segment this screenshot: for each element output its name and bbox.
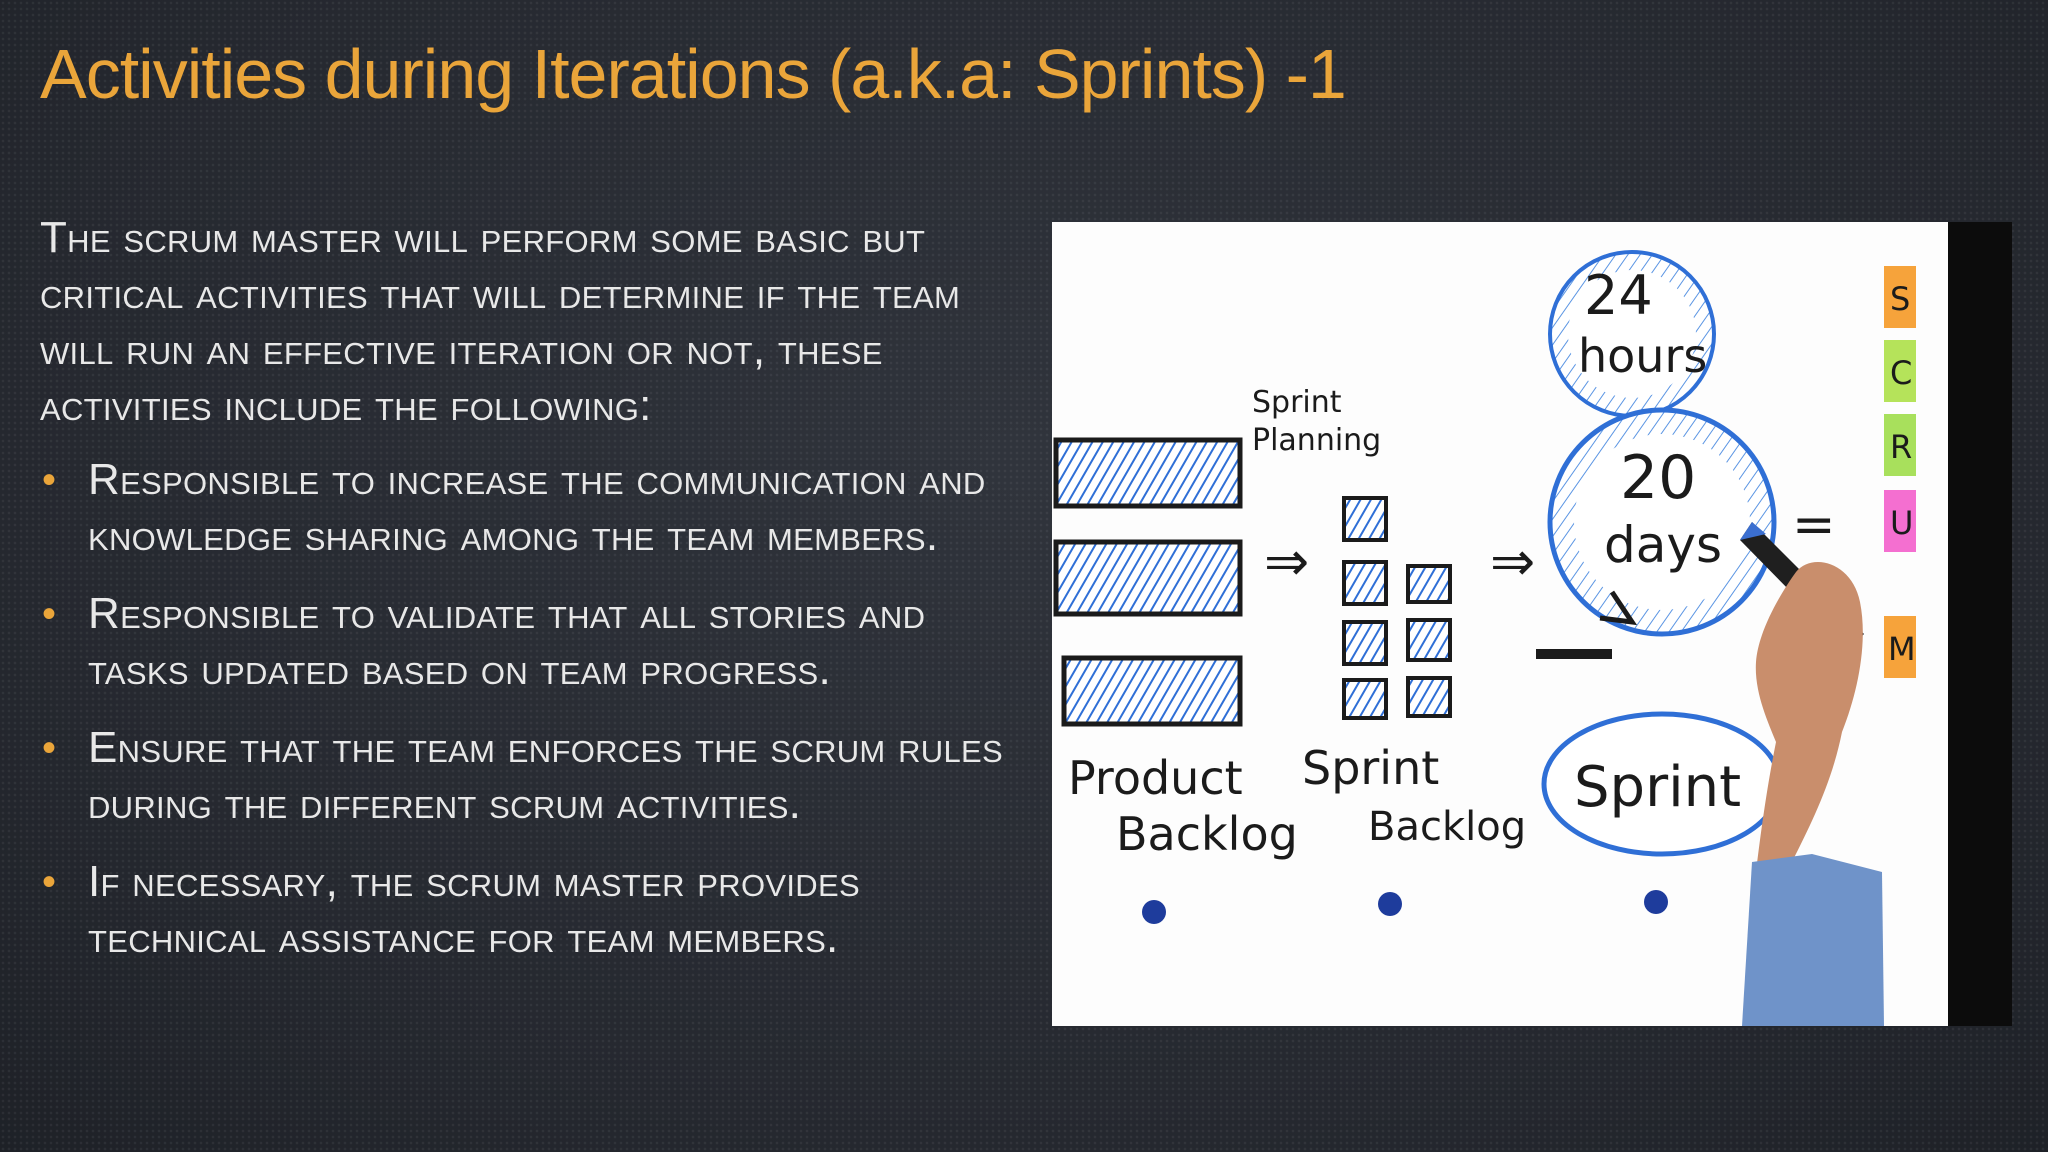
slide-content: The scrum master will perform some basic… <box>40 210 1020 988</box>
arrow-icon: ⇒ <box>1490 530 1535 593</box>
bullet-icon: • <box>42 458 57 502</box>
product-backlog-bars <box>1053 437 1243 727</box>
svg-text:C: C <box>1890 354 1912 392</box>
svg-text:20: 20 <box>1620 443 1696 513</box>
svg-text:hours: hours <box>1578 329 1707 383</box>
arrow-icon: ⇒ <box>1264 530 1309 593</box>
bullet-text: Ensure that the team enforces the scrum … <box>88 723 1003 828</box>
svg-text:S: S <box>1890 280 1910 318</box>
svg-text:M: M <box>1888 630 1916 668</box>
svg-text:24: 24 <box>1584 264 1653 327</box>
svg-text:Sprint: Sprint <box>1574 755 1741 820</box>
bullet-icon: • <box>42 592 57 636</box>
svg-text:Backlog: Backlog <box>1116 807 1298 861</box>
svg-text:R: R <box>1890 428 1912 466</box>
svg-text:Backlog: Backlog <box>1368 804 1526 850</box>
scrum-whiteboard-image: ⇒ ⇒ 24 hours 20 days = Sprint Sprint Pla… <box>1052 222 2012 1026</box>
bullet-item: • Responsible to validate that all storie… <box>40 586 1020 698</box>
bullet-text: Responsible to increase the communicatio… <box>88 455 986 560</box>
svg-text:Product: Product <box>1068 751 1243 805</box>
bullet-item: • If necessary, the scrum master provides… <box>40 854 1020 966</box>
svg-text:days: days <box>1604 516 1722 574</box>
bullet-item: • Responsible to increase the communicati… <box>40 452 1020 564</box>
svg-text:Sprint: Sprint <box>1302 741 1439 795</box>
bullet-text: Responsible to validate that all stories… <box>88 589 926 694</box>
scrum-sticky-notes: S C R U M <box>1884 266 1916 678</box>
svg-text:Planning: Planning <box>1252 423 1381 458</box>
equals-sign: = <box>1792 495 1836 555</box>
intro-text: The scrum master will perform some basic… <box>40 213 961 430</box>
bullet-icon: • <box>42 860 57 904</box>
slide-title: Activities during Iterations (a.k.a: Spr… <box>40 35 1347 113</box>
sprint-cycle-circle: 20 days = <box>1547 407 1836 637</box>
svg-text:U: U <box>1890 504 1913 542</box>
svg-text:Sprint: Sprint <box>1252 385 1342 420</box>
bullet-item: • Ensure that the team enforces the scrum… <box>40 720 1020 832</box>
bullet-text: If necessary, the scrum master provides … <box>88 857 860 962</box>
hand-with-marker <box>1740 522 1884 1026</box>
sprint-backlog-squares <box>1342 496 1452 720</box>
bullet-icon: • <box>42 726 57 770</box>
bullet-list: • Responsible to increase the communicati… <box>40 452 1020 966</box>
daily-cycle-circle: 24 hours <box>1548 250 1716 418</box>
